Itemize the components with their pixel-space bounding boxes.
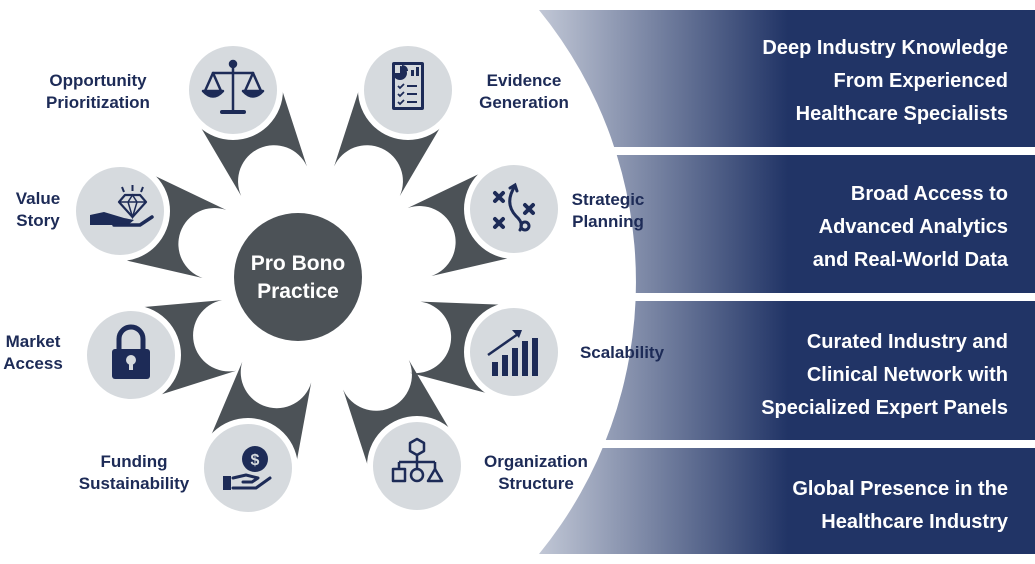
hand-coin-icon: $	[223, 446, 272, 490]
band-3-line-3: Specialized Expert Panels	[761, 397, 1008, 419]
label-line: Access	[3, 354, 63, 373]
band-1-line-2: From Experienced	[833, 70, 1008, 92]
band-4-line-2: Healthcare Industry	[821, 511, 1009, 533]
center-label-line-1: Pro Bono	[250, 252, 346, 275]
label-strategic-planning: Strategic Planning	[562, 189, 654, 233]
label-line: Evidence	[486, 71, 562, 90]
center-label-line-2: Practice	[257, 280, 339, 303]
report-document-icon	[392, 62, 424, 110]
label-line: Scalability	[579, 343, 665, 362]
label-line: Strategic	[571, 190, 645, 209]
balance-scale-icon	[201, 59, 265, 114]
band-1-line-3: Healthcare Specialists	[796, 103, 1008, 125]
band-3-line-2: Clinical Network with	[807, 364, 1008, 386]
band-4-line-1: Global Presence in the	[792, 478, 1008, 500]
node-circle-value-story	[70, 161, 170, 261]
label-line: Story	[16, 211, 60, 230]
band-3-line-1: Curated Industry and	[807, 331, 1008, 353]
label-line: Organization	[484, 452, 588, 471]
label-line: Planning	[572, 212, 644, 231]
label-market-access: Market Access	[0, 331, 66, 375]
band-2-line-1: Broad Access to	[851, 183, 1008, 205]
band-1-text: Deep Industry Knowledge From Experienced…	[762, 37, 1008, 125]
band-2-line-3: and Real-World Data	[813, 249, 1009, 271]
strategy-play-icon	[493, 182, 535, 232]
hand-diamond-icon	[90, 185, 154, 227]
label-evidence-generation: Evidence Generation	[464, 70, 584, 114]
label-line: Structure	[498, 474, 574, 493]
center-circle	[234, 213, 362, 341]
label-line: Generation	[479, 93, 569, 112]
growth-bar-chart-icon	[487, 330, 538, 376]
band-3-text: Curated Industry and Clinical Network wi…	[761, 331, 1008, 419]
label-line: Prioritization	[46, 93, 150, 112]
label-value-story: Value Story	[6, 188, 70, 232]
band-4	[539, 448, 1035, 554]
label-line: Sustainability	[78, 474, 190, 493]
capability-bands	[539, 10, 1035, 554]
org-chart-icon	[391, 437, 444, 483]
band-2-text: Broad Access to Advanced Analytics and R…	[813, 183, 1009, 271]
center-label: Pro Bono Practice	[228, 250, 368, 306]
band-2-line-2: Advanced Analytics	[819, 216, 1008, 238]
label-line: Market	[5, 332, 61, 351]
band-1-line-1: Deep Industry Knowledge	[762, 37, 1008, 59]
label-line: Opportunity	[49, 71, 147, 90]
node-circle-strategic-planning	[464, 159, 564, 259]
label-line: Value	[15, 189, 61, 208]
label-organization-structure: Organization Structure	[474, 451, 598, 495]
label-opportunity-prioritization: Opportunity Prioritization	[28, 70, 168, 114]
band-1	[539, 10, 1035, 147]
label-funding-sustainability: Funding Sustainability	[68, 451, 200, 495]
label-line: Funding	[100, 452, 168, 471]
label-scalability: Scalability	[572, 342, 672, 364]
band-4-text: Global Presence in the Healthcare Indust…	[792, 478, 1008, 533]
svg-text:$: $	[251, 452, 260, 469]
padlock-icon	[112, 324, 150, 379]
